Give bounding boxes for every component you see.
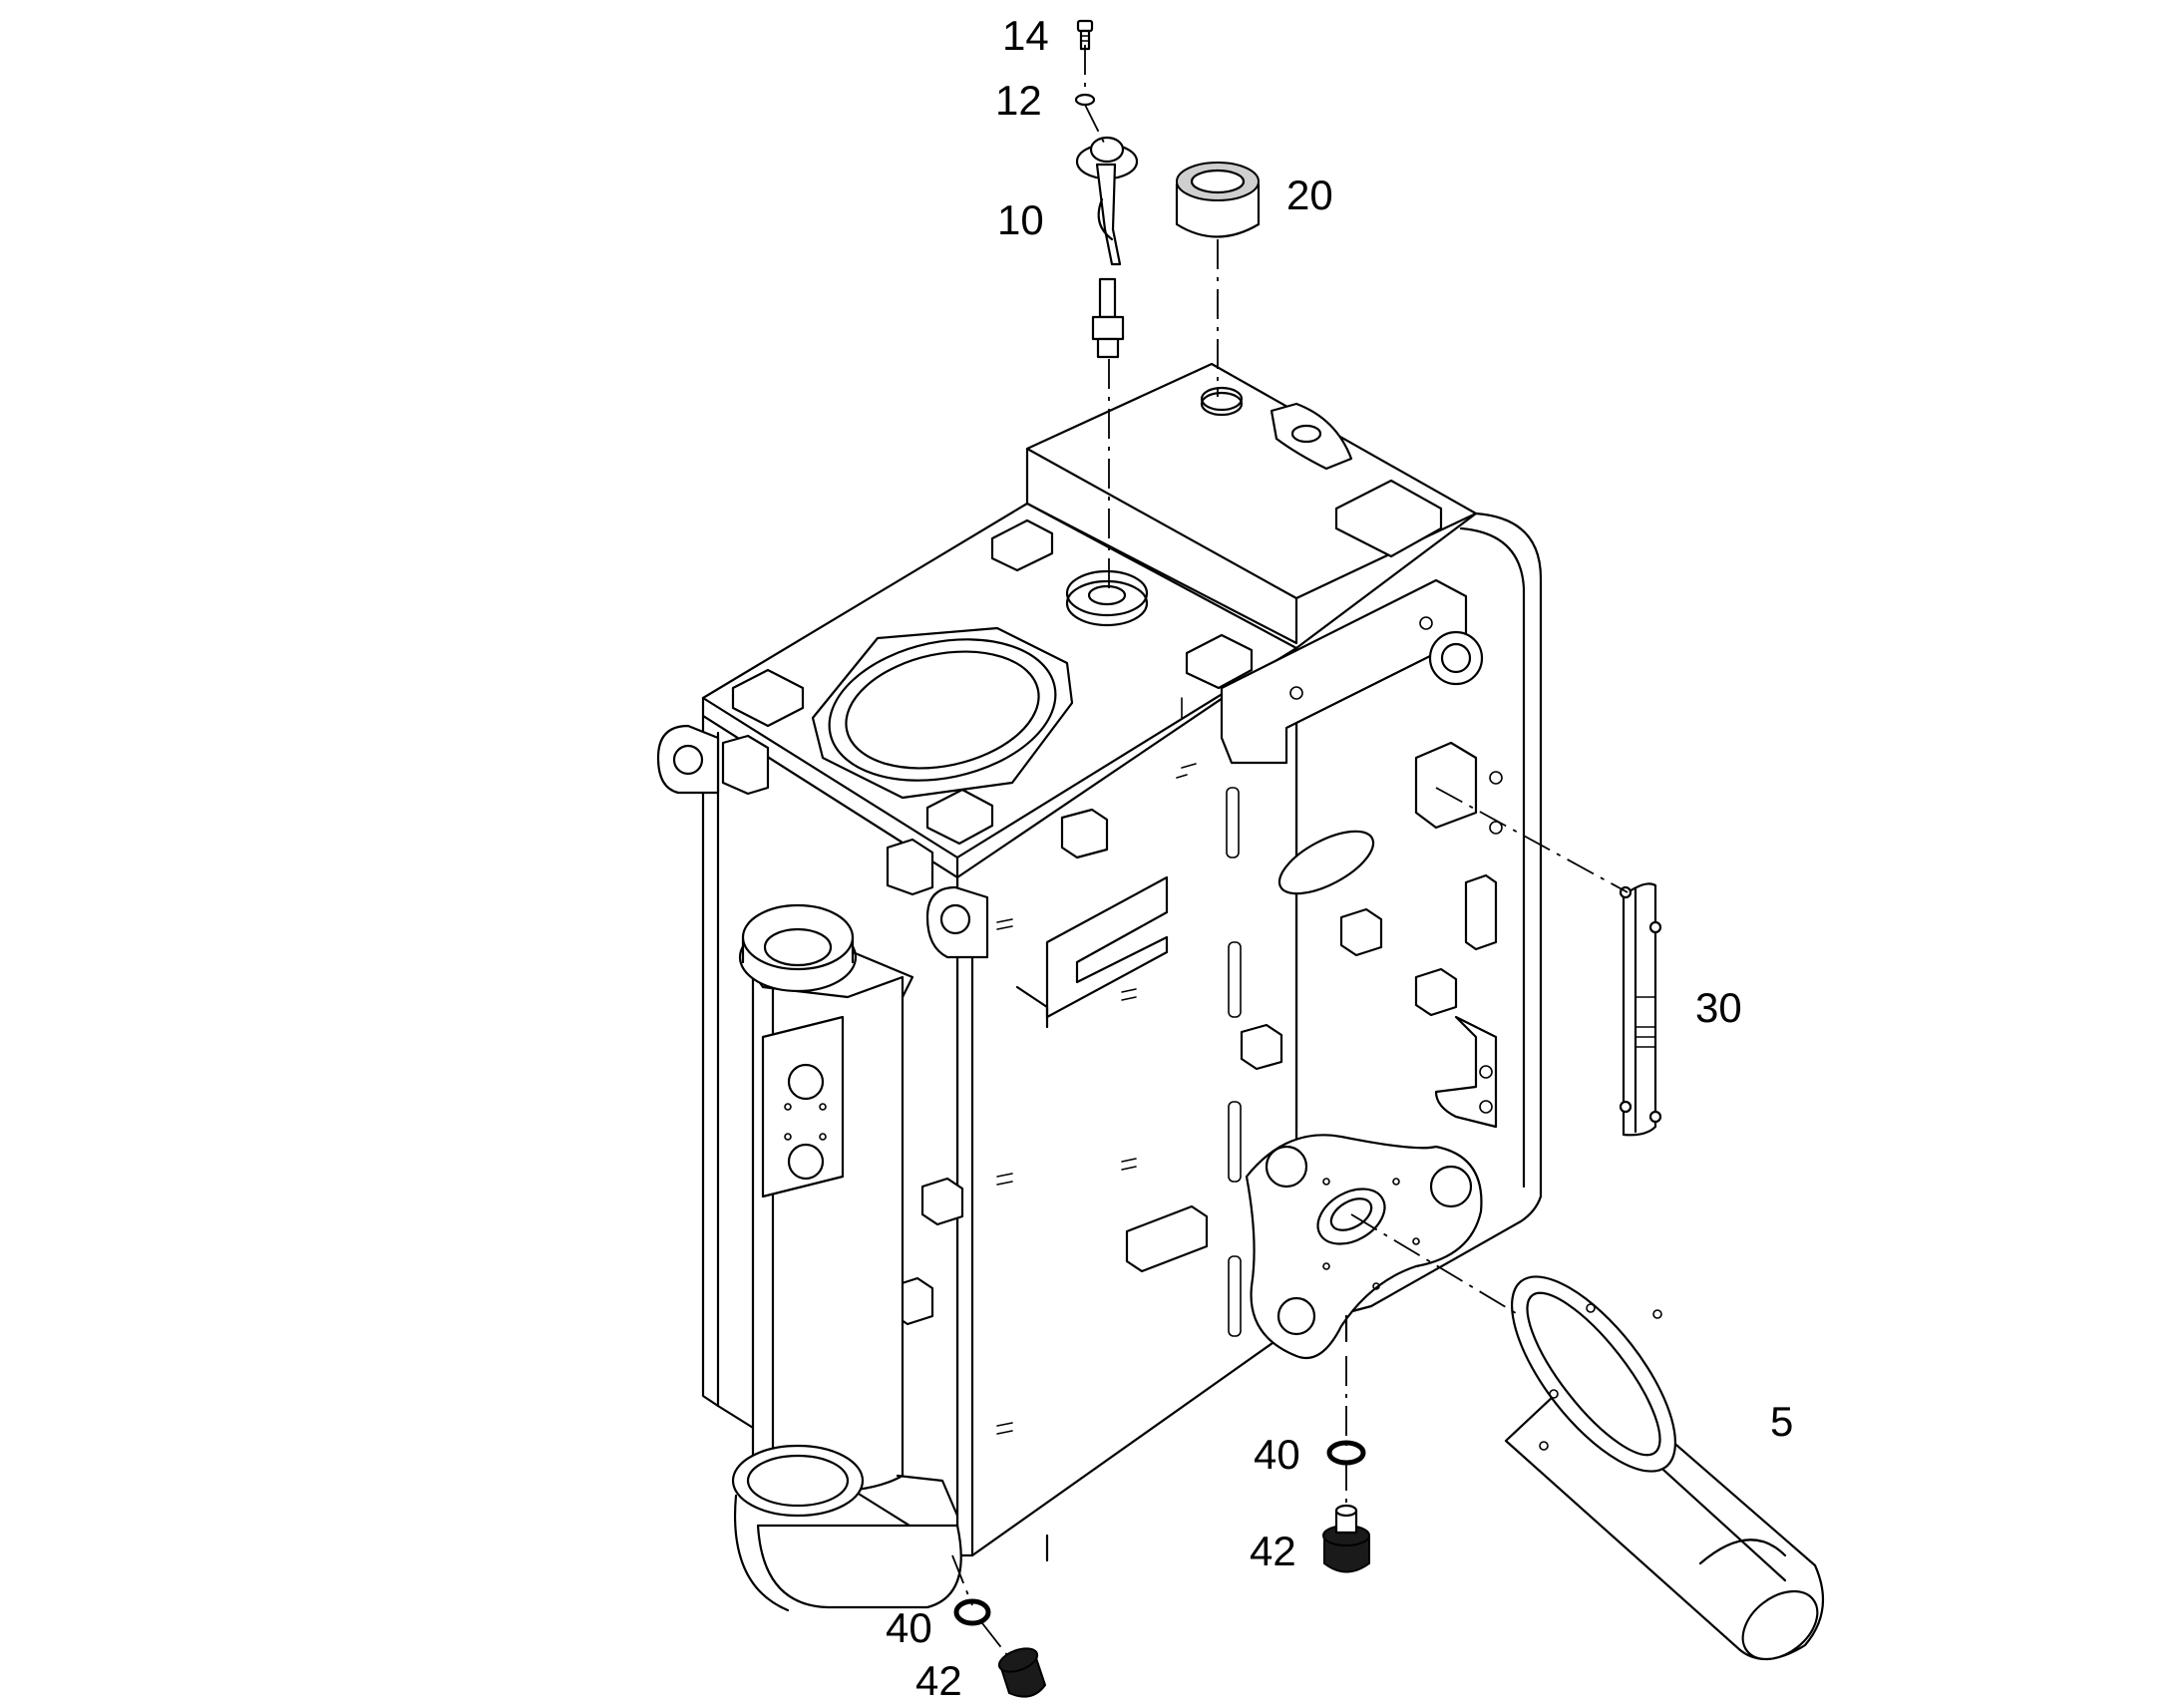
callout-30: 30 [1695,984,1742,1031]
callout-14: 14 [1002,12,1049,59]
callout-20: 20 [1286,171,1333,218]
part-42-plug-left [997,1647,1047,1698]
part-5-pipe [1504,1275,1825,1661]
assembly-leader-lines [951,45,1629,1656]
part-42-plug-right [1322,1504,1370,1573]
callout-12: 12 [995,77,1042,124]
part-20-cap [1175,162,1261,238]
callout-10: 10 [997,196,1044,243]
callout-40-left: 40 [886,1604,932,1651]
vertical-tube [731,903,962,1612]
callout-5: 5 [1770,1398,1793,1445]
callout-42-right: 42 [1250,1528,1296,1574]
callout-labels: 14 12 10 20 30 5 40 42 40 42 [886,12,1793,1704]
part-40-oring-left [953,1598,991,1626]
part-10-dipstick [1075,136,1139,359]
part-30-rail [1619,882,1662,1137]
callout-42-left: 42 [915,1657,962,1704]
callout-40-right: 40 [1254,1431,1300,1478]
part-14-screw [1076,19,1094,51]
part-12-washer [1074,93,1096,107]
